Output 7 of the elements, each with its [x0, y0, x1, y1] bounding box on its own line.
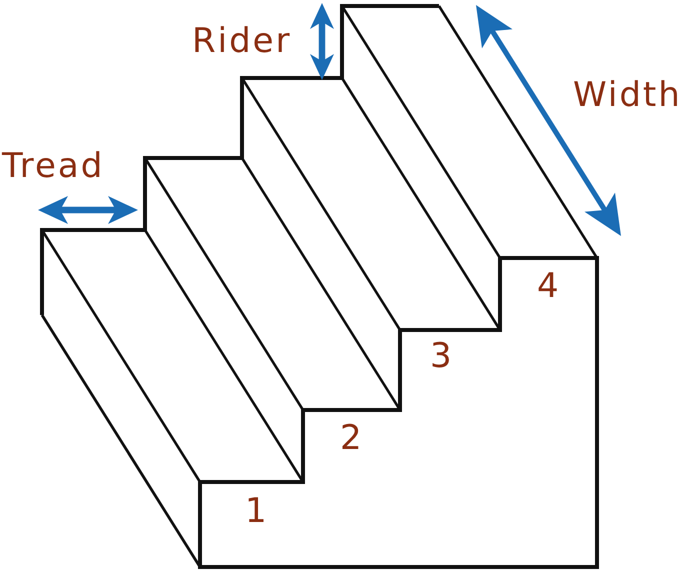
step-number: 2: [340, 421, 364, 455]
step-number: 1: [245, 494, 269, 528]
dimension-label: Width: [573, 78, 682, 112]
step-number: 4: [537, 269, 561, 303]
step-number: 3: [430, 339, 454, 373]
dimension-label: Tread: [2, 149, 104, 183]
dimension-label: Rider: [192, 24, 292, 58]
